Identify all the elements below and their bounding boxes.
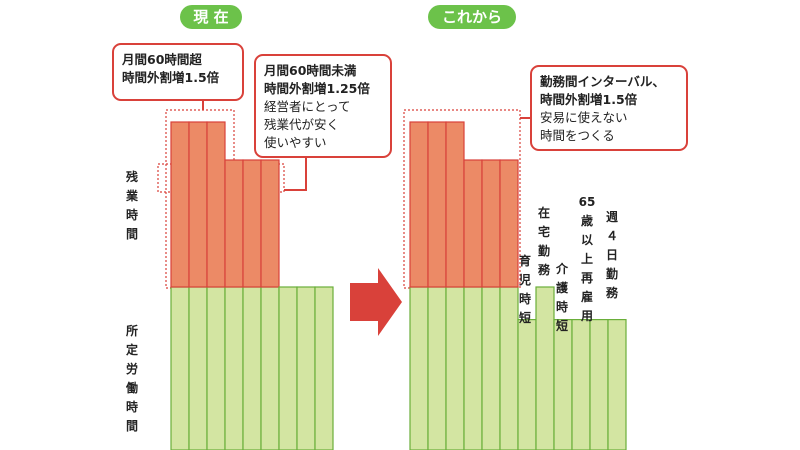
future-overtime-bar-1 xyxy=(409,121,429,288)
current-scheduled-bar-9 xyxy=(314,286,334,450)
current-scheduled-bar-4 xyxy=(224,286,244,450)
current-overtime-bar-5 xyxy=(242,159,262,288)
callout-future-line4: 時間をつくる xyxy=(540,128,615,143)
future-scheduled-bar-8 xyxy=(535,286,555,450)
callout-future-line3: 安易に使えない xyxy=(540,110,628,125)
current-scheduled-bar-6 xyxy=(260,286,280,450)
current-overtime-bar-2 xyxy=(188,121,208,288)
current-overtime-bar-3 xyxy=(206,121,226,288)
current-scheduled-bar-7 xyxy=(278,286,298,450)
current-overtime-bar-4 xyxy=(224,159,244,288)
callout-future: 勤務間インターバル、 時間外割増1.5倍 安易に使えない 時間をつくる xyxy=(530,65,688,151)
future-scheduled-bar-3 xyxy=(445,286,465,450)
future-overtime-bar-3 xyxy=(445,121,465,288)
future-overtime-bar-4 xyxy=(463,159,483,288)
bar-label-remote: 在宅勤務 xyxy=(537,206,550,277)
callout-future-line2: 時間外割増1.5倍 xyxy=(540,92,638,107)
future-scheduled-bar-1 xyxy=(409,286,429,450)
callout-under60: 月間60時間未満 時間外割増1.25倍 経営者にとって 残業代が安く 使いやすい xyxy=(254,54,392,158)
future-overtime-bar-6 xyxy=(499,159,519,288)
future-scheduled-bar-12 xyxy=(607,319,627,450)
connector-under60 xyxy=(284,158,307,191)
future-overtime-bar-2 xyxy=(427,121,447,288)
bar-label-childcare: 育児時短 xyxy=(518,254,531,325)
bar-label-nursing: 介護時短 xyxy=(555,262,568,333)
future-scheduled-bar-2 xyxy=(427,286,447,450)
current-scheduled-bar-2 xyxy=(188,286,208,450)
callout-under60-line4: 残業代が安く xyxy=(264,117,340,132)
bar-label-fourday: 週４日勤務 xyxy=(605,210,618,300)
callout-over60-line2: 時間外割増1.5倍 xyxy=(122,70,220,85)
future-scheduled-bar-11 xyxy=(589,319,609,450)
current-overtime-bar-1 xyxy=(170,121,190,288)
current-scheduled-bar-3 xyxy=(206,286,226,450)
transition-arrow-icon xyxy=(350,268,402,336)
current-overtime-bar-6 xyxy=(260,159,280,288)
future-scheduled-bar-5 xyxy=(481,286,501,450)
header-current: 現 在 xyxy=(180,5,242,29)
callout-over60: 月間60時間超 時間外割増1.5倍 xyxy=(112,43,244,101)
current-scheduled-bar-5 xyxy=(242,286,262,450)
callout-under60-line3: 経営者にとって xyxy=(264,99,351,114)
current-scheduled-bar-1 xyxy=(170,286,190,450)
future-scheduled-bar-7 xyxy=(517,319,537,450)
callout-under60-line1: 月間60時間未満 xyxy=(264,63,357,78)
future-scheduled-bar-6 xyxy=(499,286,519,450)
bar-label-reemploy: 65歳以上再雇用 xyxy=(578,195,596,323)
future-scheduled-bar-9 xyxy=(553,319,573,450)
future-scheduled-bar-10 xyxy=(571,319,591,450)
callout-over60-line1: 月間60時間超 xyxy=(122,52,202,67)
callout-under60-line5: 使いやすい xyxy=(264,135,327,150)
header-future: これから xyxy=(428,5,516,29)
label-scheduled: 所定労働時間 xyxy=(125,324,138,433)
callout-under60-line2: 時間外割増1.25倍 xyxy=(264,81,370,96)
callout-future-line1: 勤務間インターバル、 xyxy=(540,74,665,89)
label-overtime: 残業時間 xyxy=(125,170,138,241)
future-overtime-bar-5 xyxy=(481,159,501,288)
current-scheduled-bar-8 xyxy=(296,286,316,450)
future-scheduled-bar-4 xyxy=(463,286,483,450)
